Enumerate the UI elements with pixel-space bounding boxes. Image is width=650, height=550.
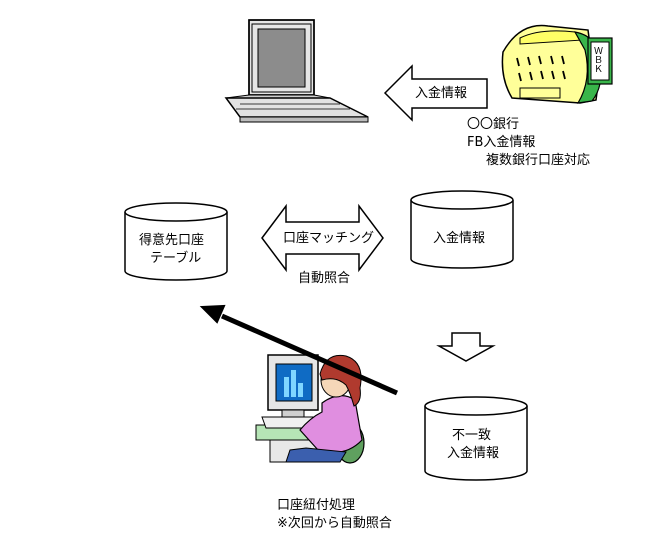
mismatch-db-line2: 入金情報 xyxy=(447,446,500,461)
account-table-line1: 得意先口座 xyxy=(139,233,205,248)
bank-fb-info: FB入金情報 xyxy=(467,135,536,150)
bank-sign: ＷＢＫ xyxy=(592,46,602,73)
mismatch-db-line1: 不一致 xyxy=(452,428,492,443)
payment-db-label: 入金情報 xyxy=(433,231,486,246)
account-table-line2: テーブル xyxy=(150,251,202,266)
auto-match-label: 自動照合 xyxy=(298,271,351,286)
matching-arrow-label: 口座マッチング xyxy=(283,231,375,246)
incoming-arrow-label: 入金情報 xyxy=(415,86,468,101)
payment-db xyxy=(410,190,514,269)
bank-multi-account: 複数銀行口座対応 xyxy=(486,153,591,168)
manual-process-line1: 口座紐付処理 xyxy=(277,498,356,513)
mismatch-db xyxy=(424,396,528,481)
bank-name: 〇〇銀行 xyxy=(467,117,520,132)
manual-process-line2: ※次回から自動照合 xyxy=(277,516,392,531)
account-table-db xyxy=(124,202,228,281)
